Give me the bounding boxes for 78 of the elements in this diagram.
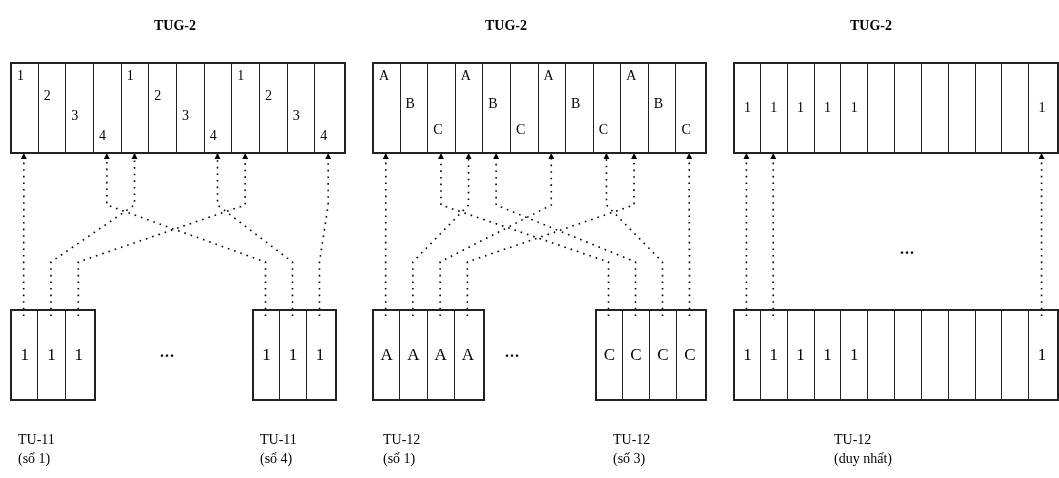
slot-cell: 1: [1028, 311, 1055, 399]
slot-cell: 1: [840, 64, 868, 152]
dotted-arrow: [466, 152, 638, 317]
slot-cell: C: [427, 64, 455, 152]
frame-heading: TUG-2: [154, 18, 196, 34]
dotted-arrow: [103, 152, 267, 317]
dotted-arrow: [686, 152, 693, 317]
slot-cell: 1: [759, 311, 787, 399]
slot-cell: 2: [148, 64, 176, 152]
slot-cell: 3: [286, 64, 315, 152]
dotted-arrow: [437, 152, 610, 317]
stream-caption: TU-11 (số 1): [18, 431, 56, 468]
slot-cell: A: [426, 311, 454, 399]
stream-caption: TU-12 (số 1): [383, 431, 422, 468]
slot-cell: 1: [759, 64, 787, 152]
dotted-arrow: [412, 152, 472, 317]
slot-cell: C: [649, 311, 676, 399]
slot-cell: C: [592, 64, 621, 152]
slot-cell: 3: [176, 64, 204, 152]
slot-cell: C: [509, 64, 538, 152]
slot-cell: B: [482, 64, 510, 152]
dotted-arrow: [603, 152, 664, 317]
slot-cell: C: [622, 311, 649, 399]
slot-cell: 1: [120, 64, 149, 152]
slot-cell: 1: [231, 64, 259, 152]
slot-cell: 2: [259, 64, 287, 152]
slot-cell: 2: [37, 64, 66, 152]
slot-cell: B: [647, 64, 676, 152]
frame-heading: TUG-2: [850, 18, 892, 34]
dotted-arrow: [214, 152, 294, 317]
slot-cell: 4: [203, 64, 232, 152]
dotted-arrow: [77, 152, 249, 317]
slot-cell: A: [537, 64, 566, 152]
slot-cell: 1: [252, 311, 279, 399]
slot-cell: 4: [314, 64, 342, 152]
slot-cell: 1: [733, 311, 760, 399]
dotted-arrow: [743, 152, 750, 317]
slot-cell: C: [675, 64, 703, 152]
slot-cell: 1: [279, 311, 306, 399]
slot-cell: 1: [306, 311, 333, 399]
dotted-arrow: [50, 152, 138, 317]
dotted-arrow: [318, 152, 332, 317]
slot-cell: A: [399, 311, 427, 399]
ellipsis-mark: ...: [505, 343, 520, 361]
dotted-arrow: [382, 152, 389, 317]
slot-cell: A: [620, 64, 648, 152]
slot-cell: 1: [1028, 64, 1055, 152]
slot-cell: C: [595, 311, 622, 399]
slot-cell: 1: [786, 64, 814, 152]
slot-cell: 4: [93, 64, 121, 152]
dotted-arrow: [770, 152, 777, 317]
slot-cell: 1: [10, 64, 38, 152]
slot-cell: 3: [65, 64, 93, 152]
slot-cell: 1: [813, 64, 841, 152]
slot-cell: 1: [840, 311, 868, 399]
slot-cell: 1: [786, 311, 814, 399]
slot-cell: 1: [37, 311, 65, 399]
dotted-arrow: [439, 152, 555, 317]
slot-cell: 1: [733, 64, 760, 152]
slot-cell: A: [372, 64, 400, 152]
slot-cell: A: [454, 64, 483, 152]
slot-cell: B: [399, 64, 428, 152]
slot-cell: 1: [10, 311, 38, 399]
slot-cell: 1: [813, 311, 841, 399]
slot-cell: A: [453, 311, 481, 399]
dotted-arrow: [492, 152, 637, 317]
stream-caption: TU-12 (số 3): [613, 431, 652, 468]
ellipsis-mark: ...: [160, 343, 175, 361]
ellipsis-mark: ...: [900, 240, 915, 258]
dotted-arrow: [20, 152, 28, 317]
stream-caption: TU-11 (số 4): [260, 431, 298, 468]
stream-caption: TU-12 (duy nhất): [834, 431, 893, 468]
slot-cell: C: [676, 311, 703, 399]
dotted-arrow: [1038, 152, 1045, 317]
slot-cell: B: [565, 64, 593, 152]
slot-cell: 1: [64, 311, 92, 399]
slot-cell: A: [372, 311, 400, 399]
frame-heading: TUG-2: [485, 18, 527, 34]
